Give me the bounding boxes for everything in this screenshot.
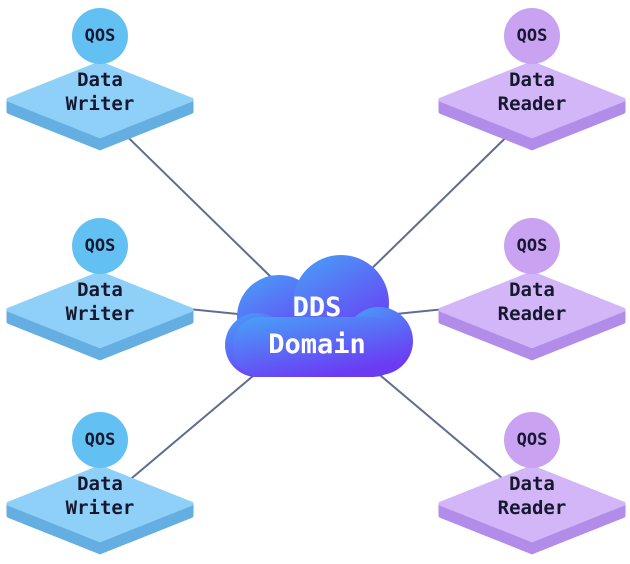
writer-node-2: QOS Data Writer <box>5 218 195 370</box>
writer-node-3: QOS Data Writer <box>5 412 195 564</box>
cloud-shape <box>225 255 413 377</box>
node-label: Data Writer <box>5 472 195 520</box>
cloud-label-line-2: Domain <box>268 329 366 360</box>
platform-shape <box>6 61 194 151</box>
qos-label: QOS <box>516 236 548 256</box>
node-label-line-2: Reader <box>497 93 567 115</box>
node-label-line-2: Writer <box>65 93 135 115</box>
cloud-label: DDS Domain <box>207 247 427 397</box>
node-label-line-1: Data <box>509 69 555 91</box>
reader-node-3: QOS Data Reader <box>437 412 627 564</box>
cloud-label-line-1: DDS <box>292 292 342 323</box>
platform-top-face <box>6 465 194 543</box>
reader-node-1: QOS Data Reader <box>437 8 627 160</box>
writer-node-1: QOS Data Writer <box>5 8 195 160</box>
reader-node-2: QOS Data Reader <box>437 218 627 370</box>
platform-top-face <box>6 61 194 139</box>
qos-badge: QOS <box>72 8 128 64</box>
qos-label: QOS <box>84 26 116 46</box>
platform-top-face <box>438 61 626 139</box>
qos-label: QOS <box>84 430 116 450</box>
qos-badge: QOS <box>504 8 560 64</box>
qos-label: QOS <box>516 430 548 450</box>
platform-shape <box>6 465 194 555</box>
node-label-line-1: Data <box>77 69 123 91</box>
node-label-line-1: Data <box>509 279 555 301</box>
node-label: Data Reader <box>437 278 627 326</box>
qos-label: QOS <box>84 236 116 256</box>
node-label-line-2: Reader <box>497 303 567 325</box>
node-label-line-2: Writer <box>65 303 135 325</box>
platform-top-face <box>438 271 626 349</box>
qos-badge: QOS <box>504 412 560 468</box>
platform-top-face <box>6 271 194 349</box>
dds-domain-cloud: DDS Domain <box>207 247 427 397</box>
node-label-line-1: Data <box>77 473 123 495</box>
platform-shape <box>438 465 626 555</box>
node-label-line-1: Data <box>77 279 123 301</box>
qos-badge: QOS <box>72 218 128 274</box>
node-label: Data Reader <box>437 68 627 116</box>
node-label-line-2: Reader <box>497 497 567 519</box>
platform-top-face <box>438 465 626 543</box>
platform-shape <box>438 61 626 151</box>
node-label-line-1: Data <box>509 473 555 495</box>
qos-label: QOS <box>516 26 548 46</box>
qos-badge: QOS <box>72 412 128 468</box>
platform-shape <box>438 271 626 361</box>
node-label: Data Writer <box>5 278 195 326</box>
node-label: Data Reader <box>437 472 627 520</box>
platform-shape <box>6 271 194 361</box>
qos-badge: QOS <box>504 218 560 274</box>
node-label-line-2: Writer <box>65 497 135 519</box>
node-label: Data Writer <box>5 68 195 116</box>
